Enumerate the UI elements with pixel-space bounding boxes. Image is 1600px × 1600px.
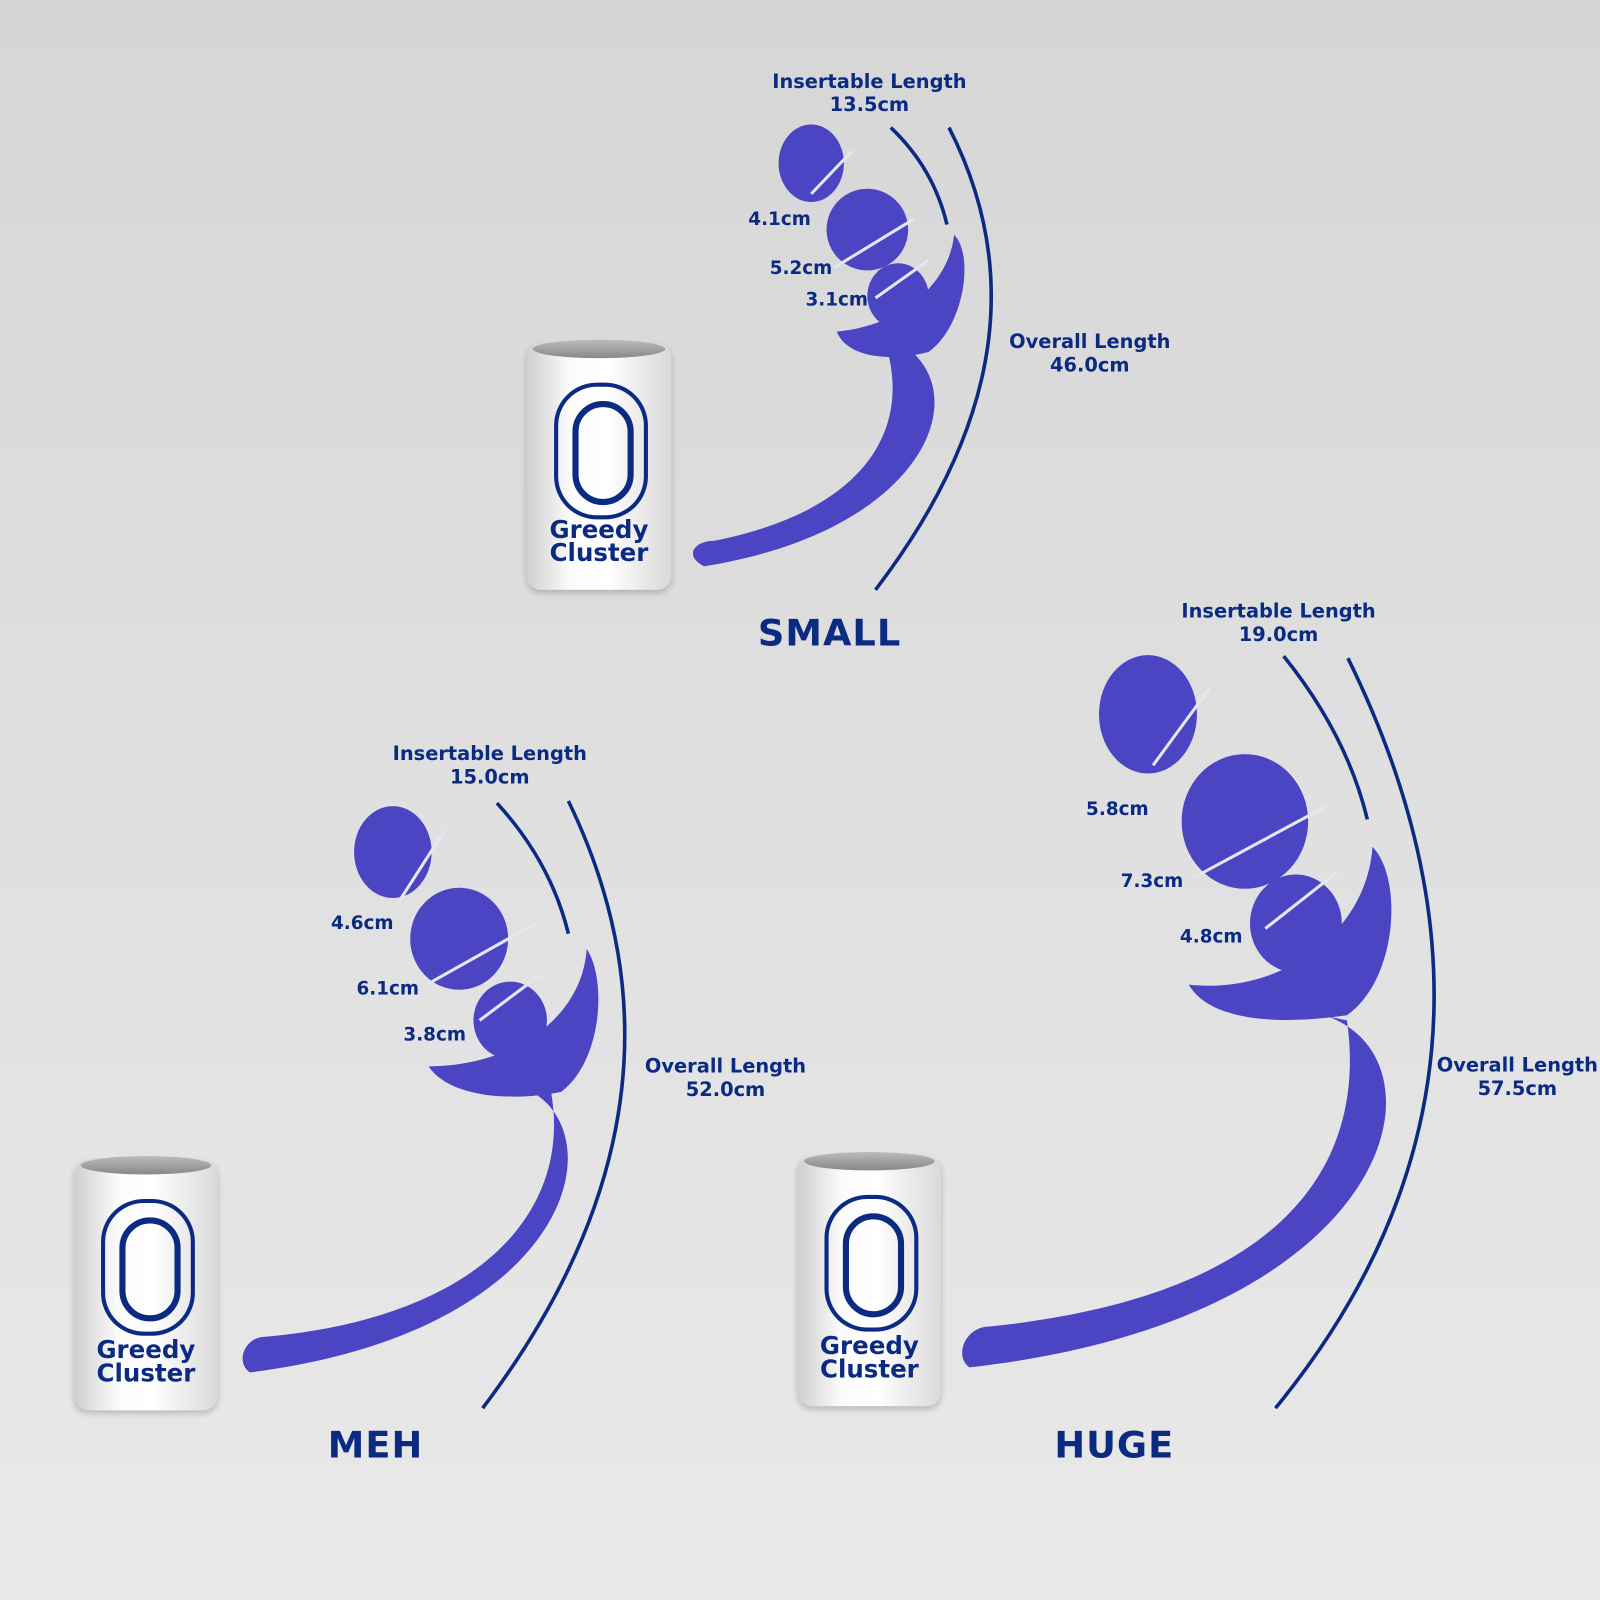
brand-logo-icon [101, 1198, 195, 1336]
brand-line2: Cluster [96, 1359, 196, 1388]
brand-line1: Greedy [96, 1335, 196, 1365]
small-circumference-3: 3.1cm [805, 289, 869, 311]
small-circumference-1: 4.1cm [748, 208, 811, 231]
brand-logo-icon [554, 382, 648, 520]
meh-overall-arc [481, 800, 627, 1410]
brand-logo-icon [824, 1194, 919, 1332]
meh-circumference-2: 6.1cm [356, 978, 420, 1000]
huge-product-shape [962, 655, 1392, 1368]
meh-circumference-1: 4.6cm [330, 912, 394, 935]
small-product-shape [692, 124, 965, 567]
brand-line1: Greedy [549, 515, 649, 544]
huge-insertable-arc [1282, 654, 1370, 820]
measure-arcs [481, 126, 1436, 1410]
brand-line2: Cluster [819, 1355, 919, 1384]
meh-product-shape [242, 806, 599, 1373]
size-title-huge: HUGE [1054, 1424, 1175, 1467]
brand-line2: Cluster [549, 538, 649, 568]
meh-circumference-3: 3.8cm [403, 1023, 466, 1046]
circumference-lines [396, 149, 1338, 1022]
small-overall-arc [874, 126, 993, 591]
size-title-small: SMALL [757, 612, 902, 655]
huge-overall-arc [1274, 657, 1436, 1410]
small-circumference-2: 5.2cm [769, 257, 833, 280]
huge-circumference-3: 4.8cm [1179, 926, 1243, 948]
huge-circumference-1: 5.8cm [1086, 798, 1149, 820]
meh-insertable-arc [495, 801, 571, 935]
huge-circumference-2: 7.3cm [1120, 870, 1184, 893]
size-title-meh: MEH [327, 1424, 424, 1467]
small-insertable-arc [889, 126, 949, 225]
brand-line1: Greedy [819, 1331, 919, 1361]
